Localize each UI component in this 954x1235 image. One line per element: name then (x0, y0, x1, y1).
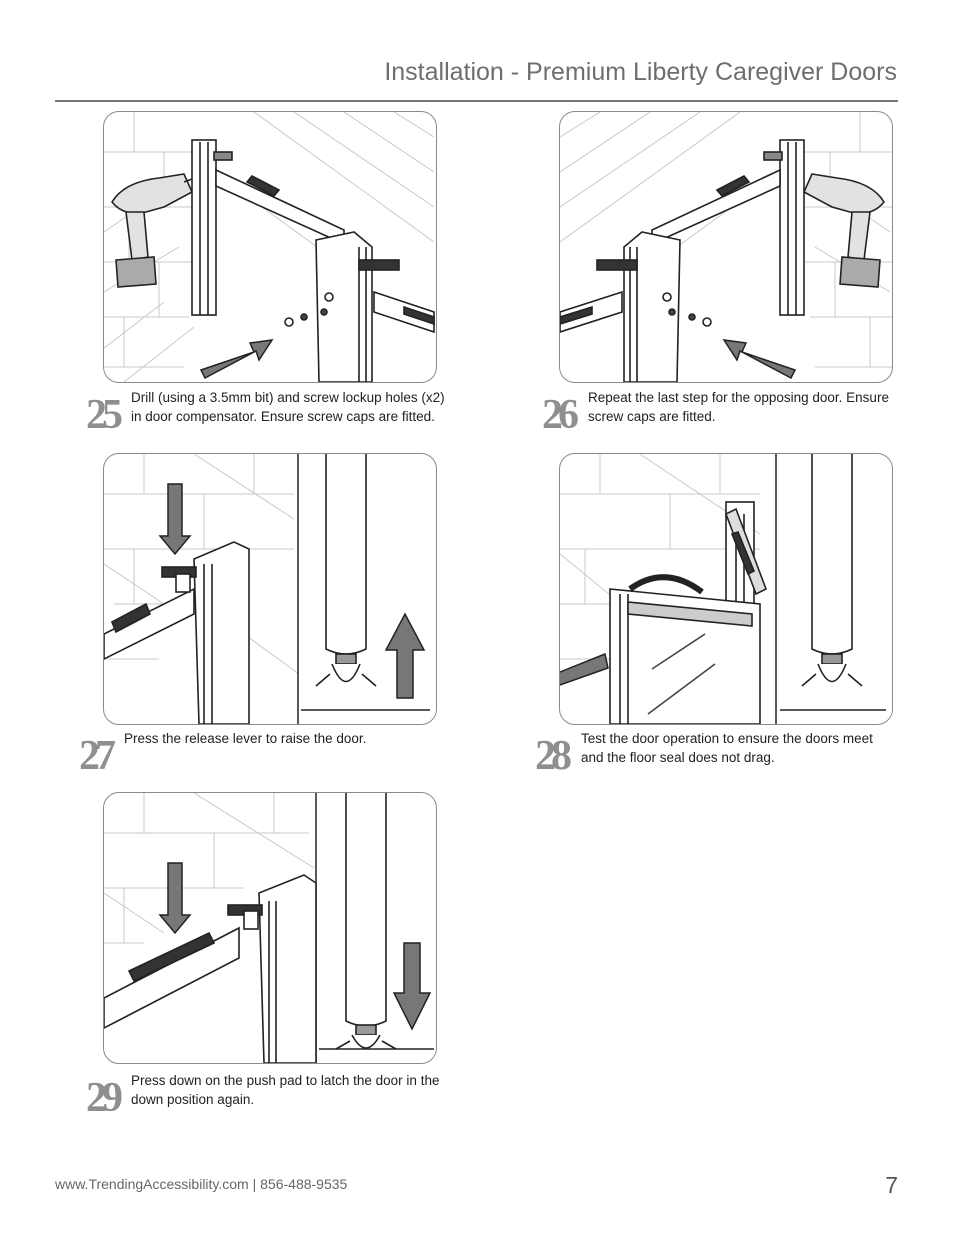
step-28-instructions: Test the door operation to ensure the do… (581, 731, 873, 765)
step-29-number: 29 (86, 1075, 123, 1121)
step-27-instructions: Press the release lever to raise the doo… (124, 731, 367, 746)
step-28-number: 28 (535, 733, 572, 779)
step-29-illustration (103, 792, 437, 1064)
step-29-instructions: Press down on the push pad to latch the … (131, 1073, 440, 1107)
step-26-number: 26 (542, 392, 579, 438)
page-number: 7 (885, 1172, 898, 1198)
step-26-instructions: Repeat the last step for the opposing do… (588, 390, 889, 424)
page-title: Installation - Premium Liberty Caregiver… (384, 58, 897, 86)
footer-contact: www.TrendingAccessibility.com | 856-488-… (55, 1176, 348, 1192)
step-25-illustration (103, 111, 437, 383)
step-25-number: 25 (86, 392, 123, 438)
step-28-illustration (559, 453, 893, 725)
step-27-illustration (103, 453, 437, 725)
step-27-number: 27 (79, 733, 116, 779)
title-divider (55, 100, 898, 102)
step-25-instructions: Drill (using a 3.5mm bit) and screw lock… (131, 390, 445, 424)
step-26-illustration (559, 111, 893, 383)
